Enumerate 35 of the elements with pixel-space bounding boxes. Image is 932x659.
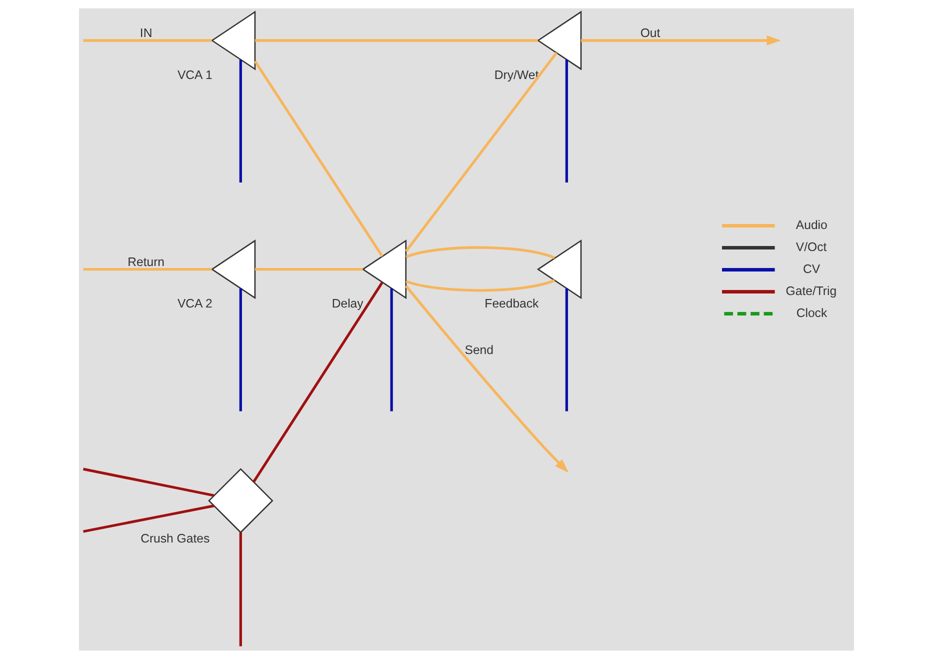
node-label: VCA 2 bbox=[176, 296, 212, 311]
connector bbox=[82, 504, 214, 533]
edge-label: Send bbox=[464, 342, 493, 357]
node-label: Feedback bbox=[484, 296, 538, 311]
connector bbox=[564, 288, 568, 412]
legend-label: V/Oct bbox=[795, 240, 826, 254]
connector bbox=[254, 268, 362, 271]
node-label: Dry/Wet bbox=[494, 68, 538, 82]
connector bbox=[405, 279, 554, 292]
connector bbox=[238, 60, 242, 182]
connector bbox=[404, 52, 558, 252]
node-label: VCA 1 bbox=[176, 68, 212, 82]
edge-label: IN bbox=[139, 26, 152, 40]
arrow bbox=[580, 36, 780, 46]
connector bbox=[254, 39, 538, 42]
connector bbox=[82, 268, 212, 271]
legend-label: Gate/Trig bbox=[785, 284, 836, 298]
edge-label: Return bbox=[127, 254, 164, 269]
connector bbox=[82, 39, 212, 42]
connector bbox=[82, 468, 214, 497]
node-label: Crush Gates bbox=[140, 531, 210, 546]
connector bbox=[390, 288, 392, 412]
legend-label: CV bbox=[802, 262, 820, 276]
legend-label: Clock bbox=[796, 306, 827, 320]
edge-label: Out bbox=[640, 26, 660, 40]
connector bbox=[238, 532, 242, 646]
connector bbox=[405, 246, 555, 260]
arrow bbox=[404, 285, 568, 473]
connector bbox=[564, 60, 568, 182]
node-label: Delay bbox=[331, 296, 363, 311]
connector bbox=[238, 288, 242, 412]
node-diamond bbox=[208, 468, 273, 534]
connector bbox=[253, 60, 383, 257]
connector bbox=[252, 282, 383, 482]
legend-label: Audio bbox=[795, 218, 827, 232]
